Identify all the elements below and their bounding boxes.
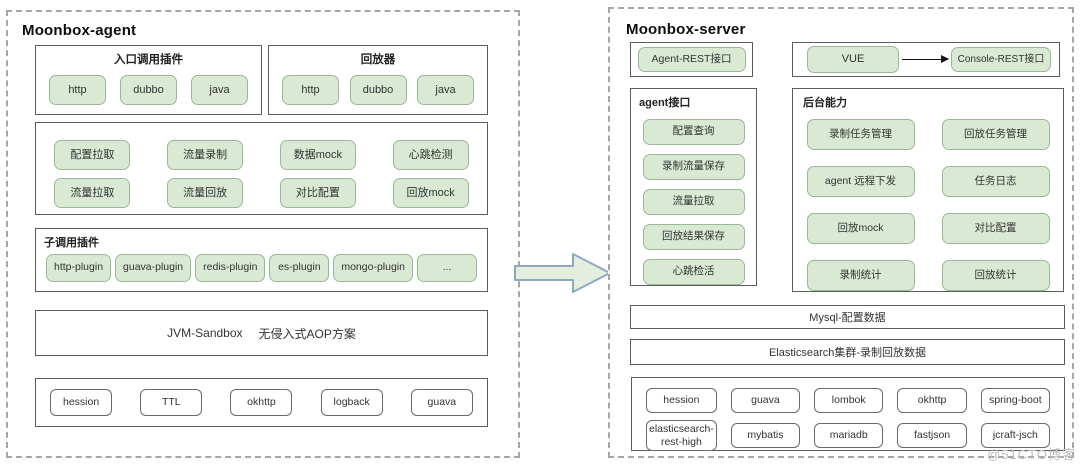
agent-to-server-arrow <box>514 253 611 293</box>
console-rest-chip: Console-REST接口 <box>951 47 1051 72</box>
sub-plugins-box: 子调用插件 http-plugin guava-plugin redis-plu… <box>35 228 488 292</box>
server-dependencies-box: hession guava lombok okhttp spring-boot … <box>631 377 1065 451</box>
dependency-chip: mybatis <box>730 423 801 448</box>
agent-rest-box: Agent-REST接口 <box>630 42 753 77</box>
capability-chip: 数据mock <box>279 140 356 170</box>
elasticsearch-storage-bar: Elasticsearch集群-录制回放数据 <box>630 339 1065 365</box>
vue-chip: VUE <box>807 46 899 73</box>
server-panel-title: Moonbox-server <box>626 21 746 38</box>
backend-grid: 录制任务管理 回放任务管理 agent 远程下发 任务日志 回放mock 对比配… <box>793 119 1063 291</box>
dependency-chip: logback <box>320 389 383 416</box>
agent-panel-title: Moonbox-agent <box>22 22 137 39</box>
capability-chip: 流量录制 <box>167 140 244 170</box>
replayer-title: 回放器 <box>360 54 396 66</box>
backend-chip: agent 远程下发 <box>806 166 915 197</box>
sub-plugin-chip: es-plugin <box>269 254 330 282</box>
agent-capabilities-box: 配置拉取 流量录制 数据mock 心跳检测 流量拉取 流量回放 对比配置 回放m… <box>35 122 488 215</box>
moonbox-server-panel: Moonbox-server Agent-REST接口 VUE Console-… <box>608 7 1074 458</box>
agent-rest-chip: Agent-REST接口 <box>637 47 746 72</box>
agent-dependencies-box: hession TTL okhttp logback guava <box>35 378 488 427</box>
capability-chip: 对比配置 <box>279 178 356 208</box>
backend-chip: 录制任务管理 <box>806 119 915 150</box>
sub-plugin-chip: redis-plugin <box>195 254 266 282</box>
dependency-chip: fastjson <box>897 423 967 448</box>
dependency-chip: spring-boot <box>980 388 1050 413</box>
agent-api-box: agent接口 配置查询 录制流量保存 流量拉取 回放结果保存 心跳检活 <box>630 88 757 286</box>
sub-plugin-more-chip: ... <box>416 254 477 282</box>
entry-plugins-title: 入口调用插件 <box>114 54 183 66</box>
vue-console-box: VUE Console-REST接口 <box>792 42 1060 77</box>
watermark: @51CTO博客 <box>987 447 1076 462</box>
entry-plugins-row: http dubbo java <box>36 67 261 105</box>
dependency-chip: elasticsearch-rest-high <box>646 420 717 451</box>
sub-plugin-chip: mongo-plugin <box>333 254 413 282</box>
capability-chip: 心跳检测 <box>392 140 469 170</box>
backend-capabilities-box: 后台能力 录制任务管理 回放任务管理 agent 远程下发 任务日志 回放moc… <box>792 88 1064 292</box>
backend-chip: 回放mock <box>806 213 915 244</box>
sub-plugin-chip: guava-plugin <box>115 254 192 282</box>
agent-api-chip: 心跳检活 <box>642 259 745 285</box>
backend-chip: 录制统计 <box>806 260 915 291</box>
backend-chip: 回放任务管理 <box>941 119 1050 150</box>
capability-chip: 流量拉取 <box>54 178 131 208</box>
dependency-chip: lombok <box>814 388 884 413</box>
sub-plugins-row: http-plugin guava-plugin redis-plugin es… <box>36 250 487 282</box>
agent-api-chip: 配置查询 <box>642 119 745 145</box>
dependency-chip: mariadb <box>814 423 884 448</box>
agent-api-chip: 流量拉取 <box>642 189 745 215</box>
dependency-chip: hession <box>646 388 717 413</box>
entry-plugins-box: 入口调用插件 http dubbo java <box>35 45 262 115</box>
dependency-chip: jcraft-jsch <box>980 423 1050 448</box>
dependency-chip: hession <box>50 389 113 416</box>
capability-chip: 配置拉取 <box>54 140 131 170</box>
moonbox-agent-panel: Moonbox-agent 入口调用插件 http dubbo java 回放器… <box>6 10 520 458</box>
jvm-sandbox-box: JVM-Sandbox 无侵入式AOP方案 <box>35 310 488 356</box>
replayer-row: http dubbo java <box>269 67 487 105</box>
capability-chip: 回放mock <box>392 178 469 208</box>
sub-plugin-chip: http-plugin <box>46 254 112 282</box>
vue-to-console-arrow <box>902 55 949 62</box>
replayer-box: 回放器 http dubbo java <box>268 45 488 115</box>
backend-title: 后台能力 <box>803 97 847 109</box>
capabilities-row-1: 配置拉取 流量录制 数据mock 心跳检测 <box>36 140 487 170</box>
dependency-chip: okhttp <box>897 388 967 413</box>
backend-chip: 回放统计 <box>941 260 1050 291</box>
backend-chip: 对比配置 <box>941 213 1050 244</box>
jvm-sandbox-desc: 无侵入式AOP方案 <box>258 326 356 341</box>
replayer-plugin-chip: http <box>282 75 339 105</box>
agent-api-title: agent接口 <box>639 97 691 109</box>
entry-plugin-chip: java <box>191 75 248 105</box>
capabilities-row-2: 流量拉取 流量回放 对比配置 回放mock <box>36 178 487 208</box>
dependency-chip: TTL <box>140 389 203 416</box>
backend-chip: 任务日志 <box>941 166 1050 197</box>
jvm-sandbox-name: JVM-Sandbox <box>167 326 243 340</box>
agent-api-chip: 录制流量保存 <box>642 154 745 180</box>
capability-chip: 流量回放 <box>167 178 244 208</box>
mysql-storage-bar: Mysql-配置数据 <box>630 305 1065 329</box>
entry-plugin-chip: http <box>49 75 106 105</box>
dependency-chip: guava <box>410 389 473 416</box>
replayer-plugin-chip: java <box>417 75 474 105</box>
sub-plugins-title: 子调用插件 <box>44 237 99 249</box>
replayer-plugin-chip: dubbo <box>349 75 407 105</box>
dependency-chip: guava <box>730 388 801 413</box>
dependency-chip: okhttp <box>230 389 293 416</box>
agent-api-chip: 回放结果保存 <box>642 224 745 250</box>
entry-plugin-chip: dubbo <box>120 75 177 105</box>
